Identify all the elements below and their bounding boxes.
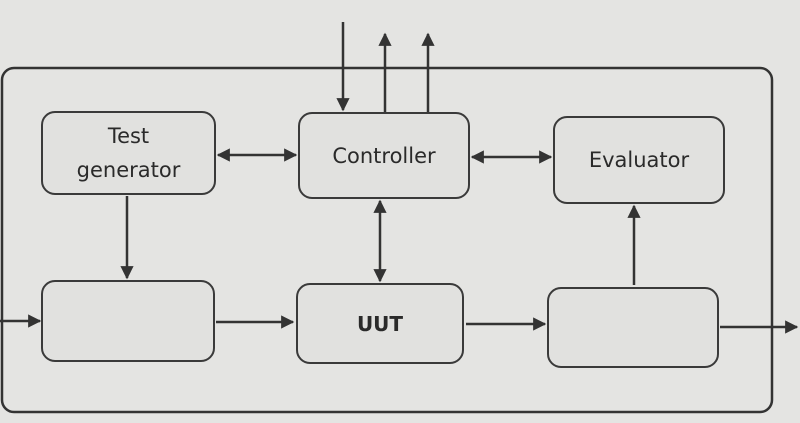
evaluator-box: Evaluator — [553, 116, 725, 204]
system-boundary — [0, 66, 774, 414]
uut-label: UUT — [356, 311, 404, 336]
controller-box: Controller — [298, 112, 470, 199]
uut-box: UUT — [296, 283, 464, 364]
test-generator-box: Test generator — [41, 111, 216, 195]
controller-label: Controller — [332, 143, 436, 168]
input-block-box — [41, 280, 215, 362]
output-block-box — [547, 287, 719, 368]
test-generator-label: Test generator — [76, 124, 181, 182]
evaluator-label: Evaluator — [588, 148, 690, 172]
